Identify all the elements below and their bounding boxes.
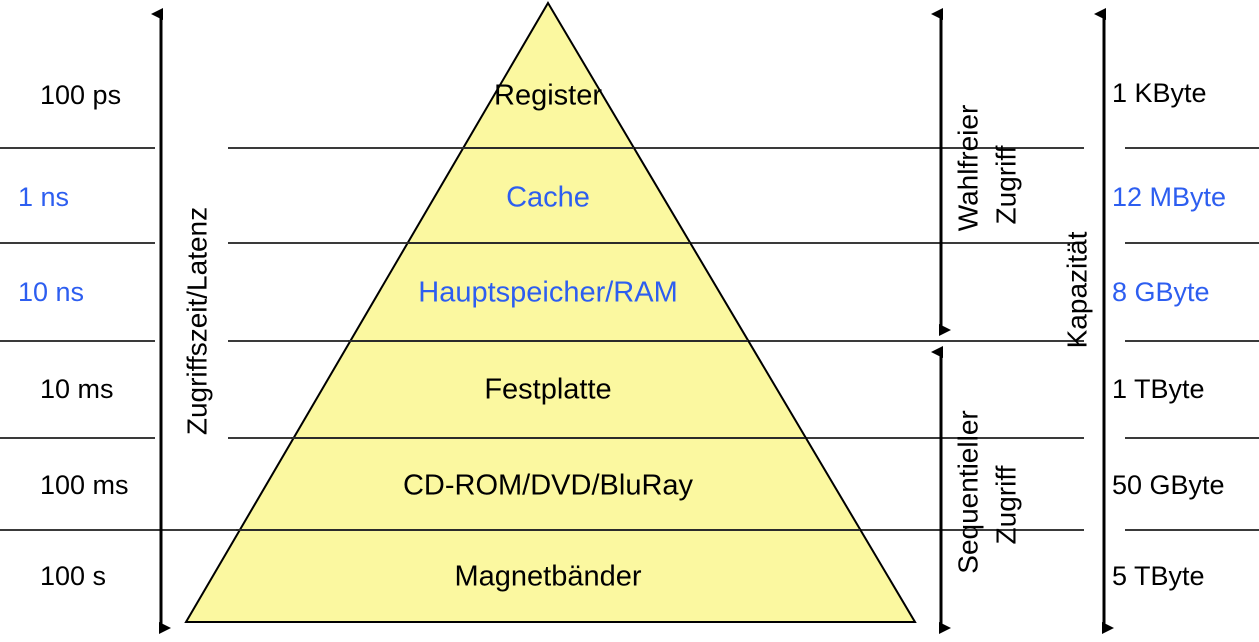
random-access-title-line2: Zugriff	[990, 145, 1021, 224]
capacity-value-festplatte: 1 TByte	[1112, 374, 1205, 404]
sequential-access-title-line2: Zugriff	[990, 465, 1021, 544]
tier-label-optical: CD-ROM/DVD/BluRay	[403, 470, 694, 502]
tier-label-festplatte: Festplatte	[484, 374, 611, 406]
latency-value-cache: 1 ns	[18, 182, 69, 212]
sequential-access-axis: Sequentieller Zugriff	[931, 346, 1021, 634]
tier-label-register: Register	[494, 80, 602, 112]
sequential-access-title-line1: Sequentieller	[952, 410, 983, 573]
capacity-value-register: 1 KByte	[1112, 78, 1207, 108]
capacity-axis-title: Kapazität	[1061, 231, 1092, 348]
capacity-value-hauptspeicher: 8 GByte	[1112, 277, 1210, 307]
capacity-value-optical: 50 GByte	[1112, 470, 1225, 500]
latency-value-optical: 100 ms	[40, 470, 129, 500]
random-access-axis: Wahlfreier Zugriff	[931, 8, 1021, 336]
capacity-value-cache: 12 MByte	[1112, 182, 1226, 212]
capacity-axis: Kapazität	[1061, 8, 1114, 634]
tier-label-magnetband: Magnetbänder	[454, 561, 641, 593]
pyramid-tier-dividers	[236, 147, 860, 531]
latency-axis: Zugriffszeit/Latenz	[151, 8, 212, 634]
latency-value-magnetband: 100 s	[40, 561, 106, 591]
random-access-title-line1: Wahlfreier	[952, 105, 983, 232]
latency-axis-title: Zugriffszeit/Latenz	[181, 207, 212, 435]
latency-value-festplatte: 10 ms	[40, 374, 114, 404]
pyramid-shape	[184, 1, 917, 623]
latency-value-hauptspeicher: 10 ns	[18, 277, 84, 307]
tier-label-cache: Cache	[506, 182, 590, 214]
latency-value-register: 100 ps	[40, 80, 121, 110]
tier-label-hauptspeicher: Hauptspeicher/RAM	[418, 277, 678, 309]
capacity-value-magnetband: 5 TByte	[1112, 561, 1205, 591]
